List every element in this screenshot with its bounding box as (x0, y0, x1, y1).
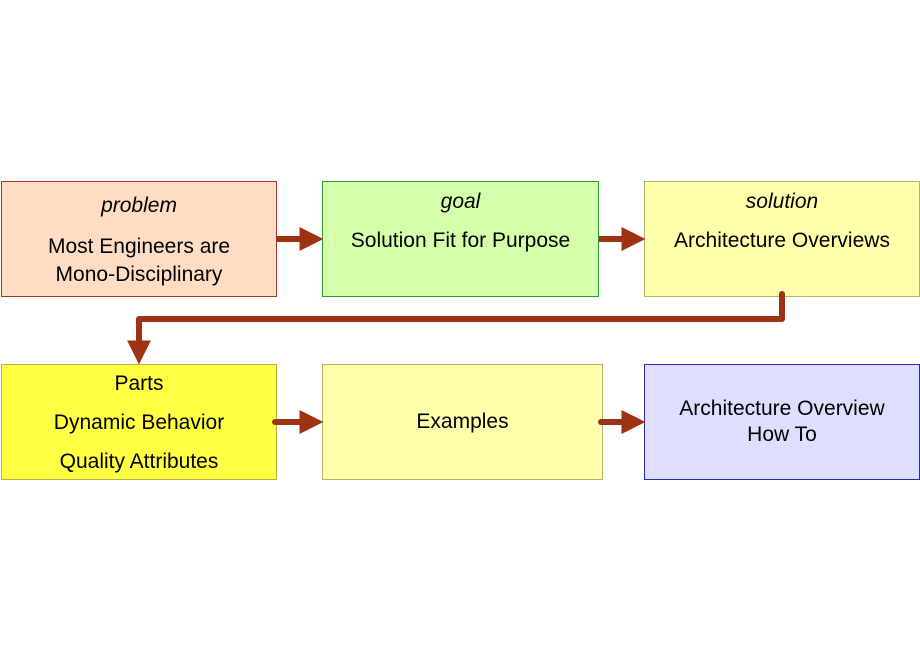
goal-text: Solution Fit for Purpose (350, 229, 571, 253)
solution-text: Architecture Overviews (674, 229, 890, 253)
problem-box: problem Most Engineers are Mono-Discipli… (1, 181, 277, 297)
solution-label: solution (745, 190, 819, 213)
parts-text-line-3: Quality Attributes (59, 449, 219, 473)
problem-text-line-2: Mono-Disciplinary (55, 262, 223, 286)
howto-box: Architecture Overview How To (644, 364, 920, 480)
solution-box: solution Architecture Overviews (644, 181, 920, 297)
howto-text-line-2: How To (747, 423, 817, 446)
howto-text-line-1: Architecture Overview (679, 396, 885, 420)
goal-label: goal (440, 190, 481, 213)
arrow-solution-to-parts (127, 291, 785, 365)
problem-text-line-1: Most Engineers are (47, 235, 231, 259)
parts-text-line-2: Dynamic Behavior (53, 410, 225, 434)
problem-label: problem (101, 194, 177, 217)
examples-text: Examples (416, 410, 509, 434)
parts-text-line-1: Parts (114, 371, 164, 395)
parts-box: Parts Dynamic Behavior Quality Attribute… (1, 364, 277, 480)
goal-box: goal Solution Fit for Purpose (322, 181, 599, 297)
examples-box: Examples (322, 364, 603, 480)
